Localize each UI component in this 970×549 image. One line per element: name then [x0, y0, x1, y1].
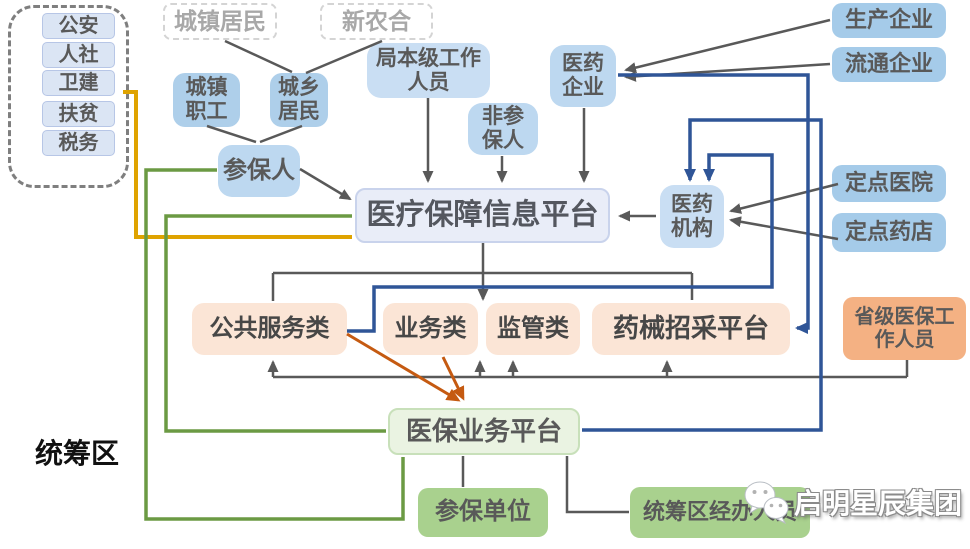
node-non-insured: 非参保人 — [468, 103, 538, 155]
node-procurement-platform: 药械招采平台 — [592, 303, 790, 355]
node-insured-person: 参保人 — [218, 145, 300, 197]
node-gov-shuiwu: 税务 — [42, 130, 115, 156]
node-new-rural: 新农合 — [320, 3, 433, 40]
node-gov-fupin: 扶贫 — [42, 101, 115, 127]
node-provincial-staff: 省级医保工作人员 — [843, 297, 966, 360]
node-info-platform: 医疗保障信息平台 — [355, 188, 610, 243]
blue-edges — [347, 73, 823, 432]
node-gov-renshe: 人社 — [42, 42, 115, 68]
node-public-service: 公共服务类 — [192, 303, 347, 355]
node-designated-hospital: 定点医院 — [832, 165, 946, 202]
node-designated-pharmacy: 定点药店 — [832, 213, 946, 252]
node-urban-rural-residents: 城乡居民 — [270, 73, 328, 127]
node-business: 业务类 — [383, 303, 478, 355]
coordination-area-label: 统筹区 — [27, 430, 127, 473]
node-pharma-org: 医药机构 — [660, 185, 724, 248]
watermark: 启明星辰集团 — [740, 477, 962, 527]
node-pharma-enterprise: 医药企业 — [550, 45, 616, 107]
watermark-text: 启明星辰集团 — [794, 488, 963, 519]
node-urban-residents: 城镇居民 — [163, 3, 277, 40]
node-gov-weijian: 卫建 — [42, 70, 115, 96]
node-circulation-enterprise: 流通企业 — [832, 47, 946, 82]
node-bureau-staff: 局本级工作人员 — [367, 43, 490, 98]
node-production-enterprise: 生产企业 — [832, 3, 946, 38]
node-supervision: 监管类 — [486, 303, 580, 355]
node-insured-unit: 参保单位 — [418, 488, 548, 537]
node-urban-workers: 城镇职工 — [173, 73, 240, 127]
wechat-icon — [744, 481, 789, 525]
node-gov-gongan: 公安 — [42, 13, 115, 39]
node-mi-business-platform: 医保业务平台 — [388, 408, 580, 455]
